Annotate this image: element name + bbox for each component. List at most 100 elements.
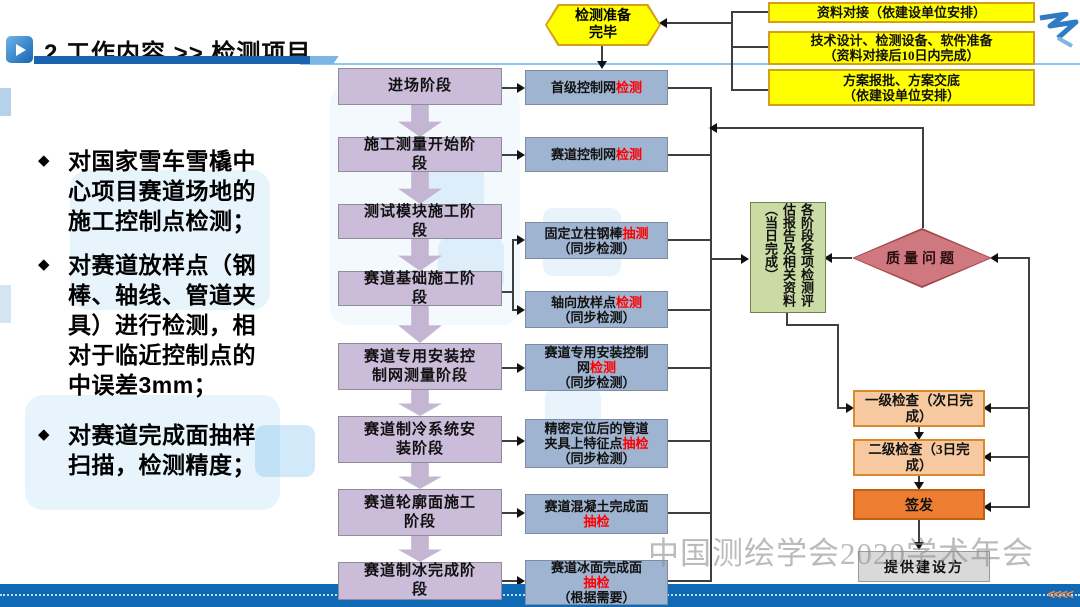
arrowhead-right-icon — [517, 235, 525, 245]
detect-box-steel-rod: 固定立柱钢棒抽测 （同步检测） — [525, 222, 668, 259]
detect-box-axial-points: 轴向放样点检测 （同步检测） — [525, 291, 668, 328]
arrowhead-left-icon — [983, 403, 991, 413]
watermark: 中国测绘学会2020学术年会 — [648, 536, 1034, 571]
prep-box-plan-approval: 方案报批、方案交底 （依建设单位安排） — [768, 69, 1035, 106]
detect-text: 首级控制网 — [550, 80, 616, 95]
prep-text: 技术设计、检测设备、软件准备 — [810, 33, 993, 48]
prep-hexagon: 检测准备 完毕 — [545, 4, 661, 46]
issue-box: 签发 — [853, 489, 985, 520]
bullet-diamond-icon: ◆ — [38, 256, 50, 273]
quality-diamond: 质量问题 — [852, 228, 992, 288]
quality-diamond-inner: 质量问题 — [854, 230, 990, 286]
play-triangle-icon — [16, 43, 26, 56]
connector — [512, 239, 514, 311]
arrowhead-down-icon — [914, 542, 924, 550]
arrowhead-down-icon — [914, 482, 924, 490]
bullet-diamond-icon: ◆ — [38, 426, 50, 443]
arrowhead-right-icon — [517, 83, 525, 93]
connector — [668, 87, 711, 89]
stage-box-refrigeration: 赛道制冷系统安装阶段 — [338, 416, 502, 463]
connector — [731, 11, 768, 13]
arrowhead-right-icon — [517, 576, 525, 586]
connector — [786, 324, 839, 326]
connector — [837, 407, 847, 409]
arrowhead-left-icon — [990, 253, 998, 263]
stage-box-survey-start: 施工测量开始阶段 — [338, 137, 502, 172]
bullet-diamond-icon: ◆ — [38, 152, 50, 169]
review-box-level2: 二级检查（3日完成） — [853, 439, 985, 476]
connector — [731, 46, 768, 48]
connector — [668, 367, 711, 369]
connector — [668, 239, 711, 241]
connector — [502, 291, 513, 293]
connector — [502, 440, 518, 442]
prep-text: （资料对接后10日内完成） — [823, 48, 980, 63]
stage-box-entry: 进场阶段 — [338, 68, 502, 105]
connector — [990, 506, 1030, 508]
stage-box-profile-surface: 赛道轮廓面施工阶段 — [338, 489, 502, 536]
detect-accent: 抽检 — [622, 436, 649, 451]
connector — [668, 580, 711, 582]
connector — [716, 127, 924, 129]
footer-chevrons-icon: <<<< — [1047, 586, 1074, 602]
connector — [731, 89, 768, 91]
prep-box-tech-design: 技术设计、检测设备、软件准备 （资料对接后10日内完成） — [768, 31, 1035, 65]
review-box-level1: 一级检查（次日完成） — [853, 390, 985, 427]
connector — [990, 407, 1030, 409]
connector — [502, 87, 518, 89]
collector-line — [710, 87, 712, 582]
detect-box-install-network: 赛道专用安装控制网检测 （同步检测） — [525, 344, 668, 391]
connector — [668, 309, 711, 311]
connector — [922, 127, 924, 228]
bullet-text: 对赛道完成面抽样扫描，检测精度； — [68, 422, 256, 478]
detect-text: 固定立柱钢棒 — [544, 225, 623, 241]
prep-hexagon-inner: 检测准备 完毕 — [547, 6, 659, 44]
arrowhead-right-icon — [517, 305, 525, 315]
prep-box-data-handover: 资料对接（依建设单位安排） — [768, 2, 1035, 23]
prep-text: 方案报批、方案交底 — [842, 72, 960, 88]
down-block-arrow-icon — [398, 390, 442, 416]
connector — [990, 456, 1030, 458]
detect-text: 精密定位后的管道夹具上特征点 — [544, 421, 649, 451]
background-decoration — [0, 285, 11, 323]
title-underline — [34, 56, 310, 64]
connector — [512, 309, 519, 311]
stage-box-install-network: 赛道专用安装控制网测量阶段 — [338, 343, 502, 390]
down-block-arrow-icon — [398, 536, 442, 562]
detect-subtext: （根据需要） — [557, 590, 636, 605]
connector — [918, 427, 920, 433]
play-icon — [6, 36, 33, 63]
arrowhead-right-icon — [517, 363, 525, 373]
deliver-box: 提供建设方 — [858, 551, 990, 582]
detect-subtext: （同步检测） — [557, 240, 636, 256]
detect-accent: 检测 — [616, 294, 643, 310]
detect-subtext: （同步检测） — [557, 375, 636, 390]
detect-accent: 抽检 — [583, 514, 610, 529]
hexagon-text: 完毕 — [589, 26, 617, 41]
detect-accent: 抽测 — [622, 225, 649, 241]
arrowhead-left-icon — [824, 253, 832, 263]
connector — [1028, 257, 1030, 508]
connector — [831, 257, 852, 259]
background-decoration — [0, 88, 11, 116]
background-decoration — [25, 395, 280, 510]
hexagon-text: 检测准备 — [575, 9, 631, 24]
bullet-item: ◆ 对国家雪车雪橇中心项目赛道场地的施工控制点检测； — [38, 146, 308, 236]
connector — [666, 22, 732, 24]
background-decoration — [70, 170, 270, 310]
arrowhead-down-icon — [914, 432, 924, 440]
report-text: 各阶段各项检测评估报告及相关资料（当日完成） — [763, 203, 814, 307]
connector — [997, 257, 1030, 259]
connector — [502, 512, 518, 514]
logo-swoosh-icon — [1039, 12, 1079, 48]
connector — [668, 512, 711, 514]
detect-accent: 检测 — [590, 360, 617, 375]
arrowhead-left-icon — [659, 18, 667, 28]
laptop-icon — [255, 425, 315, 477]
prep-text: 资料对接（依建设单位安排） — [816, 5, 986, 20]
bullet-item: ◆ 对赛道放样点（钢棒、轴线、管道夹具）进行检测，相对于临近控制点的中误差3mm… — [38, 250, 308, 400]
arrowhead-left-icon — [983, 452, 991, 462]
detect-text: 赛道冰面完成面 — [550, 560, 642, 575]
connector — [918, 476, 920, 483]
